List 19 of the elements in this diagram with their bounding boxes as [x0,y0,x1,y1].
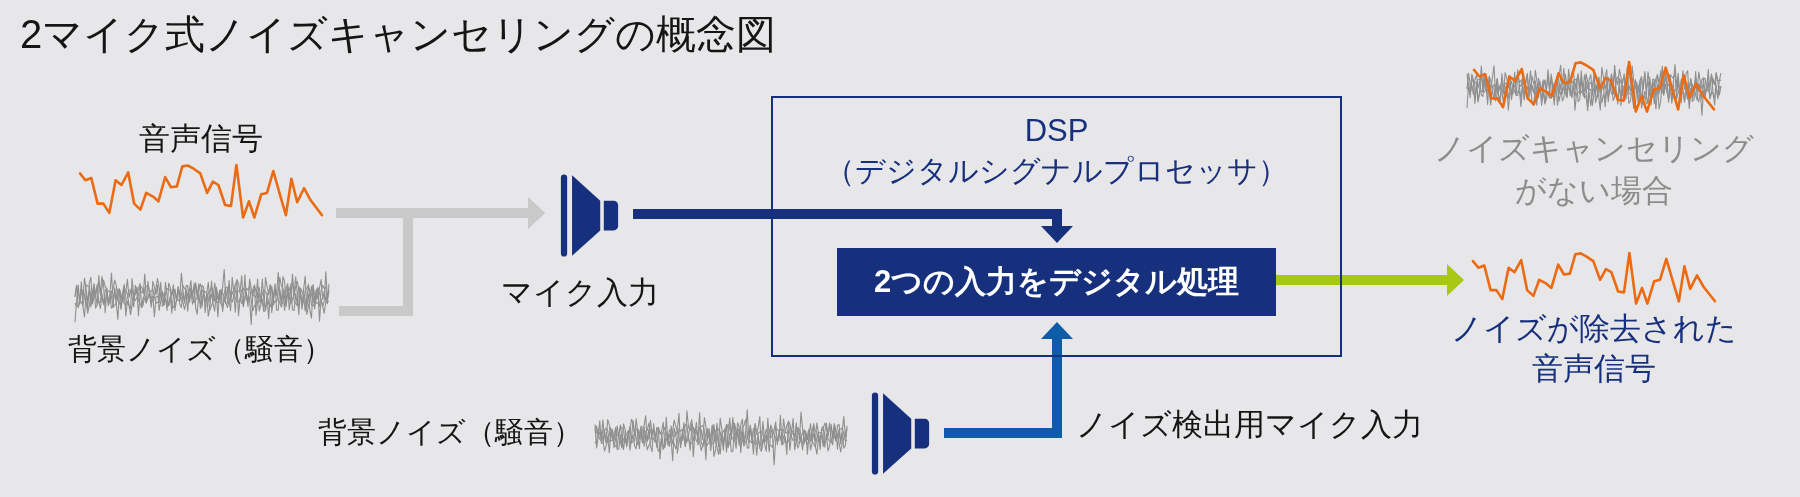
signal-wave-icon [78,163,324,220]
group-frame [771,96,1342,357]
title: 2マイク式ノイズキャンセリングの概念図 [20,11,777,58]
microphone-icon [871,392,930,475]
node-label: ノイズが除去された音声信号 [1450,310,1738,388]
arrow [1276,264,1464,296]
heading-text: DSP [1024,112,1089,150]
node-label: マイク入力 [501,274,659,312]
node-label: ノイズキャンセリングがない場合 [1433,130,1755,210]
arrow [944,322,1073,438]
signal-wave-icon [1471,251,1717,306]
subheading-text: （デジタルシグナルプロセッサ） [825,153,1288,189]
node-label: 背景ノイズ（騒音） [68,332,332,367]
arrow [633,209,1073,243]
node-label: 背景ノイズ（騒音） [318,415,582,450]
node-label: 音声信号 [139,120,263,158]
process-box: 2つの入力をデジタル処理 [837,248,1276,316]
arrow [339,197,545,316]
microphone-icon [560,174,619,257]
